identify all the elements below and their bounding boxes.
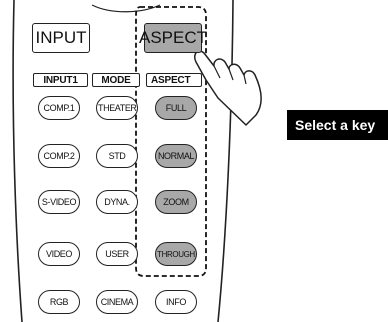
input1-column-header: INPUT1 [33, 73, 88, 87]
normal-key[interactable]: NORMAL [155, 144, 197, 168]
info-key[interactable]: INFO [155, 290, 197, 314]
aspect-column-header: ASPECT [146, 73, 202, 87]
std-key[interactable]: STD [96, 144, 138, 168]
mode-column-header: MODE [92, 73, 140, 87]
s-video-key[interactable]: S-VIDEO [38, 190, 80, 214]
zoom-key[interactable]: ZOOM [155, 190, 197, 214]
theater-key[interactable]: THEATER [96, 96, 138, 120]
input-button[interactable]: INPUT [32, 23, 90, 53]
remote-top-arc [91, 4, 161, 13]
user-key[interactable]: USER [96, 242, 138, 266]
comp2-key[interactable]: COMP.2 [38, 144, 80, 168]
remote-outline-right [217, 0, 234, 322]
dyna-key[interactable]: DYNA. [96, 190, 138, 214]
pointing-hand-icon [193, 50, 262, 126]
rgb-key[interactable]: RGB [38, 290, 80, 314]
cinema-key[interactable]: CINEMA [96, 290, 138, 314]
through-key[interactable]: THROUGH [155, 242, 197, 266]
aspect-highlight-frame [135, 6, 207, 277]
full-key[interactable]: FULL [155, 96, 197, 120]
remote-outline-left [12, 0, 23, 322]
comp1-key[interactable]: COMP.1 [38, 96, 80, 120]
select-a-key-callout: Select a key [287, 110, 388, 140]
aspect-button[interactable]: ASPECT [139, 23, 207, 53]
video-key[interactable]: VIDEO [38, 242, 80, 266]
